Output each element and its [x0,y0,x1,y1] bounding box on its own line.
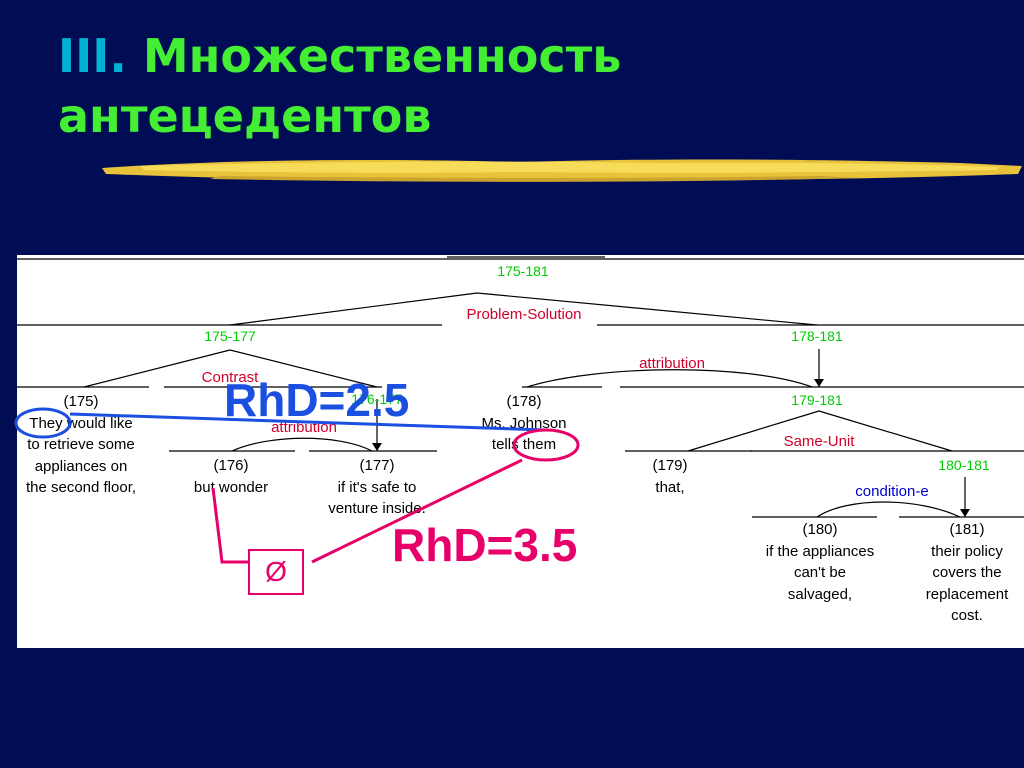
segment-line: can't be [793,564,847,581]
span-label-180-181: 180-181 [938,457,990,473]
segment-line: but wonder [193,478,269,496]
segment-line: covers the [932,564,1002,581]
segment-line: their policy [931,542,1003,560]
segment-id: (180) [802,521,838,538]
rst-tree-panel: 175-181 175-177 176-177 178-181 179-181 … [17,255,1024,648]
segment-181: (181) their policy covers the replacemen… [926,519,1009,627]
segment-176: (176) but wonder [194,455,268,498]
title-line-1: Множественность [142,29,622,83]
segment-line: tells them [491,436,557,453]
segment-id: (176) [213,457,249,474]
segment-line: appliances on [34,457,128,475]
segment-line: if the appliances [765,542,875,560]
segment-177: (177) if it's safe to venture inside. [328,455,426,520]
segment-line: to retrieve some [27,436,135,453]
span-label-175-181: 175-181 [497,263,549,279]
title-number: III. [58,29,127,83]
relation-condition: condition-e [855,483,929,500]
rhd-value-blue: RhD=2.5 [224,374,410,426]
segment-line: cost. [951,607,983,624]
segment-line: the second floor, [25,479,137,496]
rst-tree-lines [17,256,1024,518]
segment-id: (175) [63,393,99,410]
rhd-value-pink: RhD=3.5 [392,519,578,571]
segment-line: salvaged, [787,585,853,603]
segment-line: that, [655,478,685,496]
relation-contrast: Contrast [201,369,259,386]
segment-line: if it's safe to [337,478,417,496]
segment-id: (181) [949,521,985,538]
segment-180: (180) if the appliances can't be salvage… [766,519,874,605]
span-label-175-177: 175-177 [204,328,256,344]
segment-line: Ms. Johnson [481,414,567,432]
empty-antecedent-box: Ø [248,549,304,595]
relation-problem-solution: Problem-Solution [466,306,582,323]
span-label-179-181: 179-181 [791,392,843,408]
segment-line: They would like [29,414,133,432]
yellow-brush-stroke [102,159,1022,182]
span-label-176-177: 176-177 [351,391,403,407]
segment-id: (177) [359,457,395,474]
title-line-2: антецедентов [58,89,432,143]
segment-175: (175) They would like to retrieve some a… [26,391,136,499]
segment-178: (178) Ms. Johnson tells them [481,391,566,456]
segment-179: (179) that, [652,455,687,498]
slide-title: III. Множественность антецедентов [58,26,958,146]
span-label-178-181: 178-181 [791,328,843,344]
segment-line: replacement [925,585,1009,603]
segment-id: (178) [506,393,542,410]
relation-same-unit: Same-Unit [783,433,855,450]
segment-line: venture inside. [328,500,426,517]
relation-attribution-178: attribution [639,355,705,372]
segment-id: (179) [652,457,688,474]
